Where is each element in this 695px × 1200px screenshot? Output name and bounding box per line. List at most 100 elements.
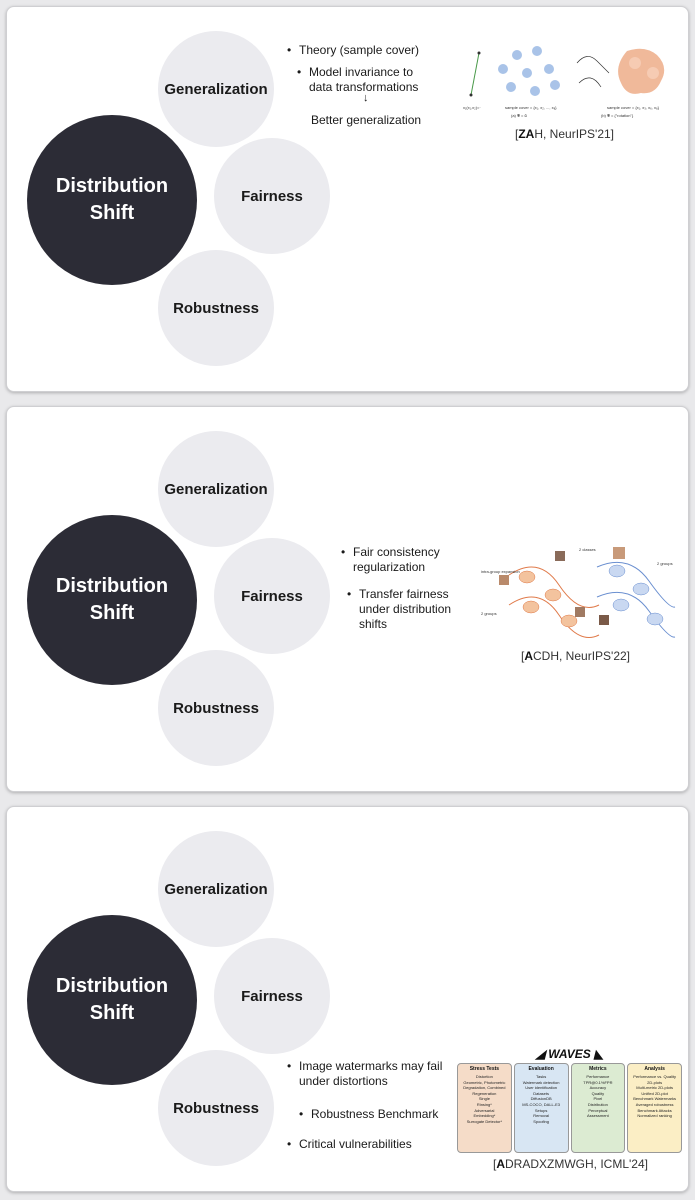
main-line-1: Distribution (55, 175, 169, 197)
waves-column-line: Datasets (533, 1090, 550, 1096)
fairness-circle: Fairness (214, 538, 330, 654)
waves-column-title: Analysis (644, 1066, 665, 1072)
waves-column-line: Accuracy (589, 1085, 607, 1091)
waves-column-line: Removal (533, 1113, 550, 1119)
waves-column-line: Unified 2D-plot (641, 1090, 668, 1096)
waves-column-line: Multi-metric 2D-plots (636, 1085, 673, 1091)
bullet-text: Robustness Benchmark (311, 1107, 439, 1121)
main-line-2: Shift (89, 602, 135, 624)
waves-column-line: MS-COCO, DALL-E3 (522, 1101, 561, 1107)
bullet-text: Transfer fairness under distribution shi… (359, 587, 452, 631)
waves-column-line: Normalized ranking (637, 1113, 672, 1119)
waves-column-line: Benchmark Attacks (637, 1107, 672, 1113)
citation-rest: DRADXZMWGH, ICML'24] (505, 1157, 648, 1171)
waves-column-title: Evaluation (528, 1066, 554, 1072)
arrow-result: Better generalization (311, 113, 422, 127)
waves-column-line: Performance vs. Quality (633, 1074, 676, 1079)
waves-column-line: Geometric, Photometric (463, 1079, 506, 1085)
wave-icon: ◢ (535, 1047, 545, 1061)
waves-column-line: Watermark detection (522, 1079, 560, 1085)
citation-adradxzmwgh: [ADRADXZMWGH, ICML'24] (493, 1157, 648, 1171)
citation-bold: ZA (518, 127, 535, 141)
panel-generalization: Distribution Shift Generalization Fairne… (6, 6, 689, 392)
distribution-shift-circle: Distribution Shift (27, 515, 197, 685)
figure-label-b: sample cover = {x₁, x₃, x₆, x₈} (607, 105, 660, 110)
bullet-transfer: •Transfer fairness under distribution sh… (347, 587, 452, 631)
wave-icon: ◣ (594, 1047, 604, 1061)
panel-fairness: Distribution Shift Generalization Fairne… (6, 406, 689, 792)
waves-column-line: Averaged robustness (635, 1101, 674, 1107)
fairness-circle: Fairness (214, 138, 330, 254)
distribution-shift-circle: Distribution Shift (27, 915, 197, 1085)
waves-column-line: Perceptual (588, 1107, 608, 1113)
waves-column-line: Degradation, Combined (463, 1085, 506, 1091)
waves-column-line: Assessment (586, 1113, 609, 1119)
robustness-circle: Robustness (158, 650, 274, 766)
bullet-fair-consistency: •Fair consistency regularization (341, 545, 440, 574)
waves-column-line: Tasks (536, 1074, 547, 1079)
waves-column-line: Performance (586, 1074, 610, 1079)
citation-zah: [ZAH, NeurIPS'21] (515, 127, 615, 141)
bullet-benchmark: •Robustness Benchmark (299, 1107, 439, 1121)
waves-column-line: Distribution (587, 1101, 608, 1107)
waves-column-line: Spoofing (533, 1118, 550, 1124)
waves-title-text: WAVES (548, 1047, 591, 1061)
sample-cover-figure: x₁(x₁,x₂)=· sample cover = {x₁, x₂, ...,… (463, 46, 665, 118)
waves-column-line: Single (478, 1096, 490, 1102)
main-line-2: Shift (89, 202, 135, 224)
waves-column-title: Stress Tests (469, 1066, 500, 1072)
citation-bold: A (496, 1157, 506, 1171)
bullet-watermarks: •Image watermarks may fail under distort… (287, 1059, 443, 1088)
waves-column-line: Distortion (475, 1074, 493, 1079)
waves-column-line: Benchmark Watermarks (633, 1096, 676, 1102)
citation-rest: H, NeurIPS'21] (534, 127, 615, 141)
main-line-1: Distribution (55, 975, 169, 997)
waves-column-line: Quality (591, 1090, 605, 1096)
waves-column-line: User identification (525, 1085, 558, 1091)
bullet-text: Critical vulnerabilities (299, 1137, 412, 1151)
bullet-invariance: •Model invariance to data transformation… (297, 65, 419, 94)
waves-column-title: Metrics (589, 1066, 607, 1072)
waves-column-line: Pixel (593, 1096, 603, 1102)
bullet-text: Image watermarks may fail under distorti… (299, 1059, 443, 1088)
waves-column-line: TPR@0.1%FPR (583, 1079, 613, 1085)
waves-column-line: 2D-plots (647, 1079, 663, 1085)
fairness-circle: Fairness (214, 938, 330, 1054)
citation-bold: A (524, 649, 534, 663)
label-2-classes: 2 classes (579, 547, 596, 552)
waves-column-line: Setups (534, 1107, 548, 1113)
bullet-vulnerabilities: •Critical vulnerabilities (287, 1137, 412, 1151)
figure-label-cover-a: x₁(x₁,x₂)=· (463, 105, 481, 110)
waves-column-line: Regeneration (472, 1090, 497, 1096)
figure-caption-b: (b) 𝒢 = {"rotation"} (601, 113, 634, 118)
robustness-circle: Robustness (158, 250, 274, 366)
figure-caption-a: (a) 𝒢 = ∅ (511, 113, 527, 118)
generalization-circle: Generalization (158, 31, 274, 147)
label-intra-group: intra-group expansion (481, 569, 520, 574)
generalization-circle: Generalization (158, 831, 274, 947)
label-2-groups-right: 2 groups (657, 561, 673, 566)
generalization-circle: Generalization (158, 431, 274, 547)
bullet-theory: •Theory (sample cover) (287, 43, 420, 57)
waves-column-line: DiffusionDB (530, 1096, 552, 1102)
bullet-text: Fair consistency regularization (353, 545, 440, 574)
down-arrow-icon: ↓ (363, 92, 369, 104)
figure-label-a: sample cover = {x₁, x₂, ..., x₈} (505, 105, 557, 110)
citation-acdh: [ACDH, NeurIPS'22] (521, 649, 631, 663)
label-2-groups-left: 2 groups (481, 611, 497, 616)
waves-column-line: Embedding* (473, 1113, 496, 1119)
main-line-2: Shift (89, 1002, 135, 1024)
bullet-text: Theory (sample cover) (299, 43, 420, 57)
waves-column-line: Rinsing* (476, 1101, 492, 1107)
distribution-shift-circle: Distribution Shift (27, 115, 197, 285)
fairness-figure: 2 classes intra-group expansion 2 groups… (481, 547, 676, 638)
waves-column-line: Adversarial (474, 1107, 495, 1113)
robustness-circle: Robustness (158, 1050, 274, 1166)
panel-robustness: Distribution Shift Generalization Fairne… (6, 806, 689, 1192)
